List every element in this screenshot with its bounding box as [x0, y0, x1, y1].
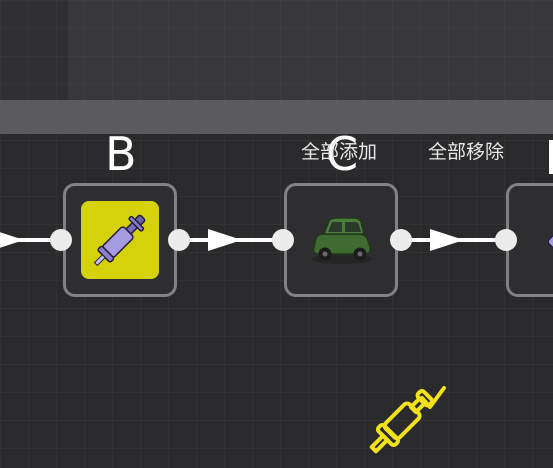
syringe-icon — [93, 214, 146, 267]
step-letter-c: C — [326, 127, 359, 181]
arrow-head-in — [0, 229, 24, 251]
top-panel — [0, 0, 553, 100]
syringe-check-icon — [369, 386, 446, 454]
offscreen-step-letter-edge — [549, 140, 553, 174]
port-next-in[interactable] — [495, 229, 517, 251]
step-node-c[interactable] — [284, 183, 398, 297]
port-c-out[interactable] — [390, 229, 412, 251]
top-panel-grid — [0, 0, 553, 100]
port-b-out[interactable] — [168, 229, 190, 251]
arrow-head-c-next — [430, 229, 464, 251]
connector-line-in — [0, 238, 60, 242]
add-all-button[interactable]: 全部添加 — [301, 141, 378, 163]
step-node-c-content — [302, 201, 380, 279]
port-b-in[interactable] — [50, 229, 72, 251]
step-node-b-selected-fill — [81, 201, 159, 279]
header-strip — [0, 100, 553, 134]
top-panel-dark-block — [0, 0, 68, 100]
arrow-head-b-c — [208, 229, 242, 251]
syringe-icon — [547, 218, 553, 250]
remove-all-button[interactable]: 全部移除 — [428, 141, 505, 163]
port-c-in[interactable] — [272, 229, 294, 251]
step-letter-b: B — [105, 127, 137, 181]
step-node-b[interactable] — [63, 183, 177, 297]
car-icon — [312, 217, 372, 264]
